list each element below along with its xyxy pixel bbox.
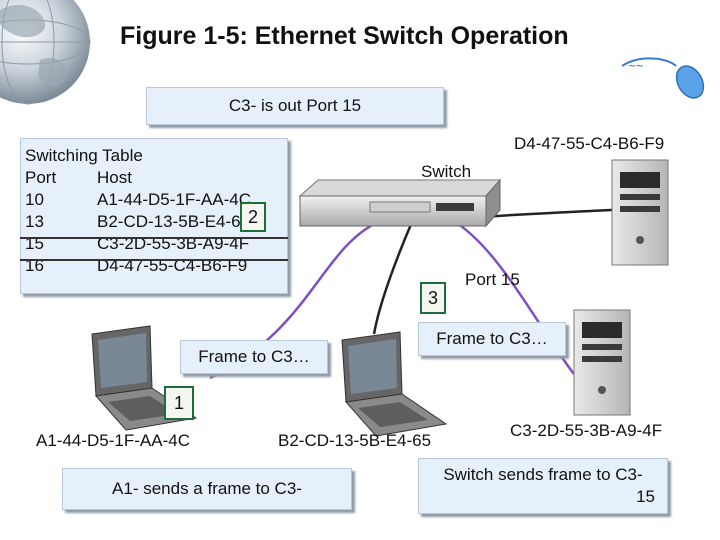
port-15-label: Port 15 (465, 270, 520, 289)
bottom-left-box: A1- sends a frame to C3- (62, 468, 352, 510)
switch-device (298, 178, 502, 228)
b2-address-label: B2-CD-13-5B-E4-65 (278, 431, 432, 450)
step-1-badge: 1 (164, 386, 194, 420)
cable-b2 (372, 221, 414, 335)
laptop-b2 (341, 331, 448, 437)
top-info-text: C3- is out Port 15 (228, 96, 362, 115)
mouse-icon: ~~ (621, 57, 705, 99)
step-3-badge: 3 (420, 282, 446, 314)
frame-label-left: Frame to C3… (180, 340, 328, 374)
col-host-header: Host (97, 168, 132, 187)
table-header-row: Port Host (25, 167, 143, 189)
host-cell: B2-CD-13-5B-E4-65 (97, 212, 251, 231)
bottom-right-box: Switch sends frame to C3- 15 (418, 458, 668, 514)
highlighted-row-frame (20, 237, 288, 261)
bottom-right-line-1: Switch sends frame to C3- (443, 465, 643, 484)
tower-computer-d4 (611, 159, 669, 266)
host-cell: A1-44-D5-1F-AA-4C (97, 190, 251, 209)
c3-address-label: C3-2D-55-3B-A9-4F (510, 421, 663, 440)
step-2-badge: 2 (240, 202, 266, 232)
frame-right-text: Frame to C3… (436, 329, 548, 348)
port-cell: 10 (25, 190, 44, 209)
frame-label-right: Frame to C3… (418, 322, 566, 356)
table-heading: Switching Table (25, 146, 143, 165)
port-cell: 13 (25, 212, 44, 231)
switch-label: Switch (421, 162, 472, 181)
svg-text:~~: ~~ (628, 58, 644, 73)
bottom-left-text: A1- sends a frame to C3- (112, 479, 302, 498)
table-row: 10 A1-44-D5-1F-AA-4C (25, 189, 251, 211)
col-port-header: Port (25, 168, 57, 187)
a1-address-label: A1-44-D5-1F-AA-4C (36, 431, 190, 450)
bottom-right-line-2: 15 (636, 487, 655, 506)
tower-computer-c3 (573, 309, 631, 416)
d4-address-label: D4-47-55-C4-B6-F9 (514, 134, 665, 153)
table-row: 13 B2-CD-13-5B-E4-65 (25, 211, 250, 233)
globe-icon (0, 0, 91, 105)
frame-left-text: Frame to C3… (198, 347, 310, 366)
top-info-box: C3- is out Port 15 (146, 87, 444, 125)
page-title: Figure 1-5: Ethernet Switch Operation (120, 22, 569, 50)
cable-c3 (454, 220, 575, 375)
